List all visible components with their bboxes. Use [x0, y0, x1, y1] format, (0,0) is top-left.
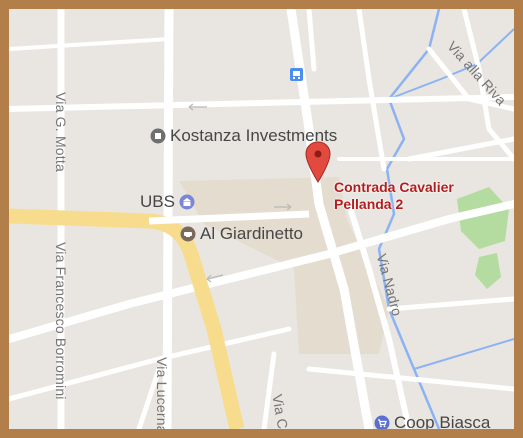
road	[148, 210, 310, 225]
canal-line	[413, 338, 514, 370]
road	[9, 326, 292, 402]
major-road	[9, 208, 245, 429]
canal-line	[388, 28, 514, 100]
poi-label: Kostanza Investments	[170, 126, 338, 145]
bus-stop-icon[interactable]	[290, 68, 303, 86]
one-way-arrows	[188, 103, 292, 283]
road	[386, 296, 514, 312]
poi-label: Coop Biasca	[394, 413, 491, 429]
shopping-cart-icon	[374, 415, 390, 429]
road-via-lucerna	[136, 366, 162, 429]
poi-al-giardinetto[interactable]: Al Giardinetto	[180, 224, 303, 244]
road	[9, 94, 514, 112]
poi-ubs[interactable]: UBS	[140, 192, 199, 212]
marker-address-line2: Pellanda 2	[334, 196, 404, 212]
road	[461, 9, 514, 162]
street-label-via-francesco-borromini: Via Francesco Borromini	[53, 242, 69, 400]
road	[426, 46, 514, 112]
marker-address-line1: Contrada Cavalier	[334, 179, 454, 195]
map-view[interactable]: Via alla Riva Via G. Motta Via Francesco…	[9, 9, 514, 429]
road	[9, 200, 514, 343]
street-label-via-lucerna: Via Lucerna	[154, 357, 170, 429]
street-label-via-g-motta: Via G. Motta	[53, 92, 69, 172]
road-via-nadro	[346, 201, 412, 429]
road	[406, 136, 514, 162]
canal-line	[377, 9, 441, 429]
marker-address-label: Contrada Cavalier Pellanda 2	[334, 179, 454, 213]
bank-icon	[179, 194, 195, 210]
square-poi-icon	[150, 128, 166, 144]
park-area	[457, 187, 509, 249]
road	[306, 9, 317, 72]
poi-label: Al Giardinetto	[200, 224, 303, 243]
poi-coop-biasca[interactable]: Coop Biasca	[374, 413, 490, 429]
road	[286, 9, 374, 429]
road	[306, 366, 514, 392]
road	[9, 37, 171, 51]
poi-label: UBS	[140, 192, 175, 211]
road-via-c	[261, 351, 277, 429]
built-area	[179, 177, 389, 354]
road	[356, 9, 387, 172]
park-area	[475, 253, 501, 289]
location-pin-icon[interactable]	[305, 141, 331, 188]
map-base-layer	[9, 9, 514, 429]
restaurant-icon	[180, 226, 196, 242]
poi-kostanza-investments[interactable]: Kostanza Investments	[150, 126, 337, 146]
